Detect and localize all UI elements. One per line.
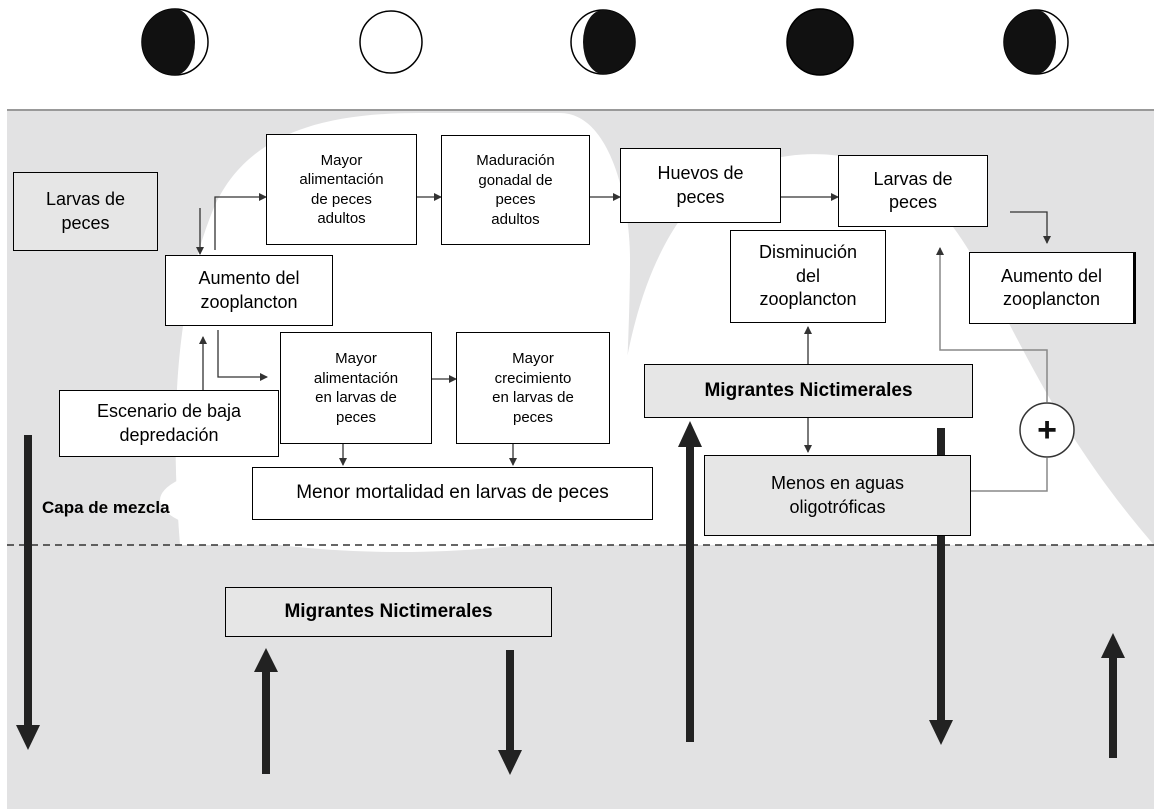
menos-aguas-oligotroficas-box: Menos en aguas oligotróficas <box>704 455 971 536</box>
capa-de-mezcla-label: Capa de mezcla <box>42 498 170 517</box>
migrantes-nictimerales-box-right: Migrantes Nictimerales <box>644 364 973 418</box>
moon-phase-waning-crescent-icon <box>141 8 209 76</box>
arrow-aumento-to-alim-larvas <box>217 330 268 381</box>
plus-symbol: + <box>1037 411 1057 449</box>
larvas-box-left: Larvas de peces <box>13 172 158 251</box>
mayor-alimentacion-adultos-box: Mayor alimentación de peces adultos <box>266 134 417 245</box>
plus-circle-icon: + <box>1019 402 1075 458</box>
migrantes-nictimerales-box-bottom: Migrantes Nictimerales <box>225 587 552 637</box>
moon-phase-waxing-crescent-icon <box>570 9 636 75</box>
mayor-alimentacion-larvas-box: Mayor alimentación en larvas de peces <box>280 332 432 444</box>
aumento-zooplancton-box-right: Aumento del zooplancton <box>969 252 1136 324</box>
huevos-box: Huevos de peces <box>620 148 781 223</box>
escenario-box: Escenario de baja depredación <box>59 390 279 457</box>
downward-migration-arrow <box>498 650 522 775</box>
upward-migration-arrow <box>254 648 278 774</box>
menor-mortalidad-box: Menor mortalidad en larvas de peces <box>252 467 653 520</box>
feedback-loop <box>971 458 1048 492</box>
upward-migration-arrow-tall <box>678 421 702 742</box>
moon-phase-waning-crescent-icon-2 <box>1003 9 1069 75</box>
feedback-loop-up <box>936 247 1048 402</box>
maduracion-box: Maduración gonadal de peces adultos <box>441 135 590 245</box>
larvas-box-right: Larvas de peces <box>838 155 988 227</box>
mayor-crecimiento-box: Mayor crecimiento en larvas de peces <box>456 332 610 444</box>
aumento-zooplancton-box-left: Aumento del zooplancton <box>165 255 333 326</box>
arrow-larvas-to-aumento-right <box>1010 211 1051 244</box>
new-moon-icon <box>786 8 854 76</box>
upward-migration-arrow-right <box>1101 633 1125 758</box>
arrow-aumento-to-alim-adultos <box>214 193 267 250</box>
downward-migration-arrow-tall <box>929 428 953 745</box>
disminucion-zooplancton-box: Disminución del zooplancton <box>730 230 886 323</box>
downward-migration-arrow-left <box>16 435 40 750</box>
full-moon-icon <box>359 10 423 74</box>
